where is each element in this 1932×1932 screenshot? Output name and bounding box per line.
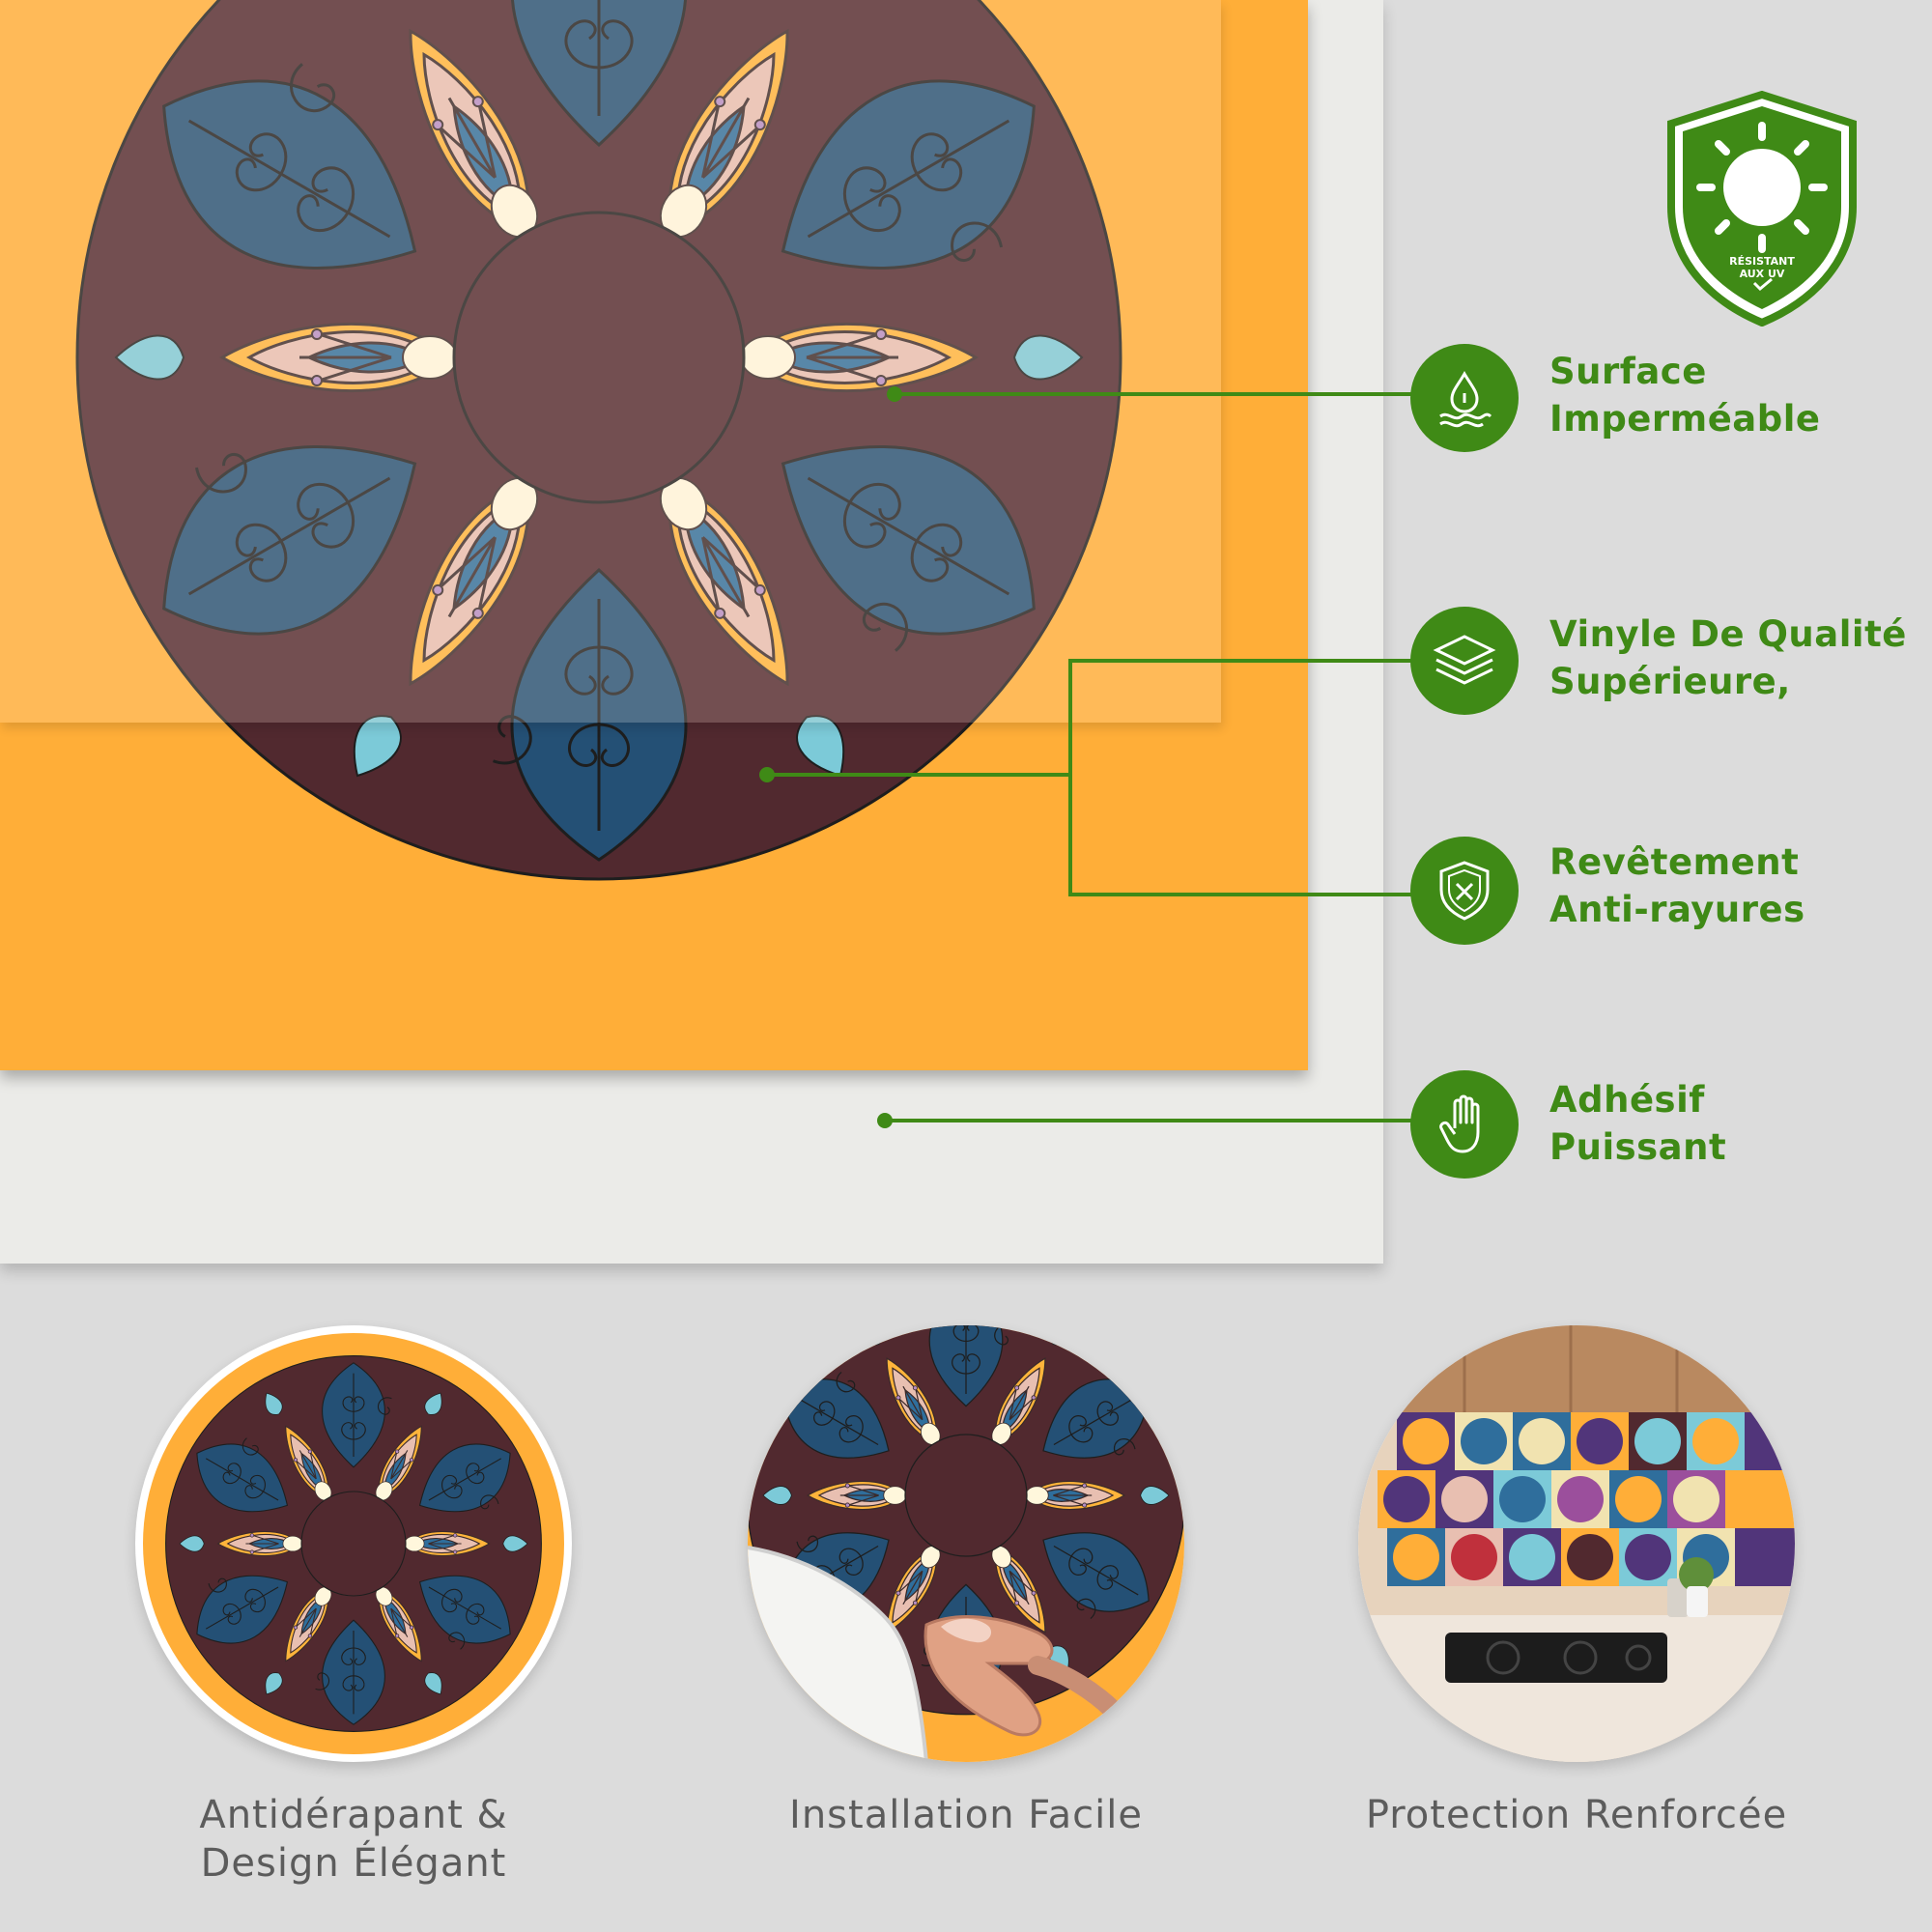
caption-line1: Antidérapant & bbox=[199, 1793, 508, 1837]
sun-icon bbox=[1696, 122, 1828, 253]
feature-anti-scratch bbox=[1410, 837, 1519, 945]
caption-easy-installation: Installation Facile bbox=[724, 1791, 1208, 1839]
uv-resistant-badge: RÉSISTANT AUX UV bbox=[1663, 90, 1861, 331]
caption-line1: Installation Facile bbox=[789, 1793, 1143, 1837]
anti-scratch-coating-layer bbox=[0, 0, 1221, 723]
caption-mandala-tile: Antidérapant & Design Élégant bbox=[112, 1791, 595, 1888]
mandala-tile-image bbox=[143, 1333, 564, 1754]
feature-anti-scratch-label: Revêtement Anti-rayures bbox=[1549, 838, 1805, 933]
feature-label-line1: Surface bbox=[1549, 351, 1707, 392]
feature-premium-vinyl bbox=[1410, 607, 1519, 715]
feature-label-line2: Supérieure, bbox=[1549, 661, 1791, 702]
feature-label-line1: Vinyle De Qualité bbox=[1549, 613, 1907, 655]
feature-strong-adhesive-label: Adhésif Puissant bbox=[1549, 1076, 1726, 1171]
gallery-easy-installation bbox=[748, 1325, 1184, 1762]
feature-strong-adhesive bbox=[1410, 1070, 1519, 1179]
feature-waterproof-label: Surface Imperméable bbox=[1549, 348, 1821, 442]
gallery-mandala-tile bbox=[135, 1325, 572, 1762]
shield-x-icon bbox=[1439, 861, 1490, 921]
water-drop-icon bbox=[1439, 371, 1492, 428]
feature-label-line2: Anti-rayures bbox=[1549, 889, 1805, 930]
layers-icon bbox=[1433, 635, 1496, 685]
badge-line2: AUX UV bbox=[1740, 268, 1785, 280]
backsplash-tiles bbox=[1378, 1412, 1795, 1586]
gallery-kitchen-backsplash bbox=[1358, 1325, 1795, 1762]
peeling-tile-hand-image bbox=[748, 1325, 1184, 1762]
caption-line1: Protection Renforcée bbox=[1365, 1793, 1788, 1837]
feature-waterproof bbox=[1410, 344, 1519, 452]
feature-label-line2: Puissant bbox=[1549, 1126, 1727, 1168]
caption-line2: Design Élégant bbox=[200, 1841, 507, 1886]
caption-reinforced-protection: Protection Renforcée bbox=[1316, 1791, 1837, 1839]
feature-label-line1: Revêtement bbox=[1549, 841, 1800, 883]
kitchen-backsplash-image bbox=[1358, 1325, 1795, 1762]
feature-premium-vinyl-label: Vinyle De Qualité Supérieure, bbox=[1549, 611, 1907, 705]
hand-icon bbox=[1439, 1094, 1480, 1153]
badge-line1: RÉSISTANT bbox=[1729, 255, 1795, 268]
feature-label-line1: Adhésif bbox=[1549, 1079, 1705, 1121]
feature-label-line2: Imperméable bbox=[1549, 398, 1821, 440]
